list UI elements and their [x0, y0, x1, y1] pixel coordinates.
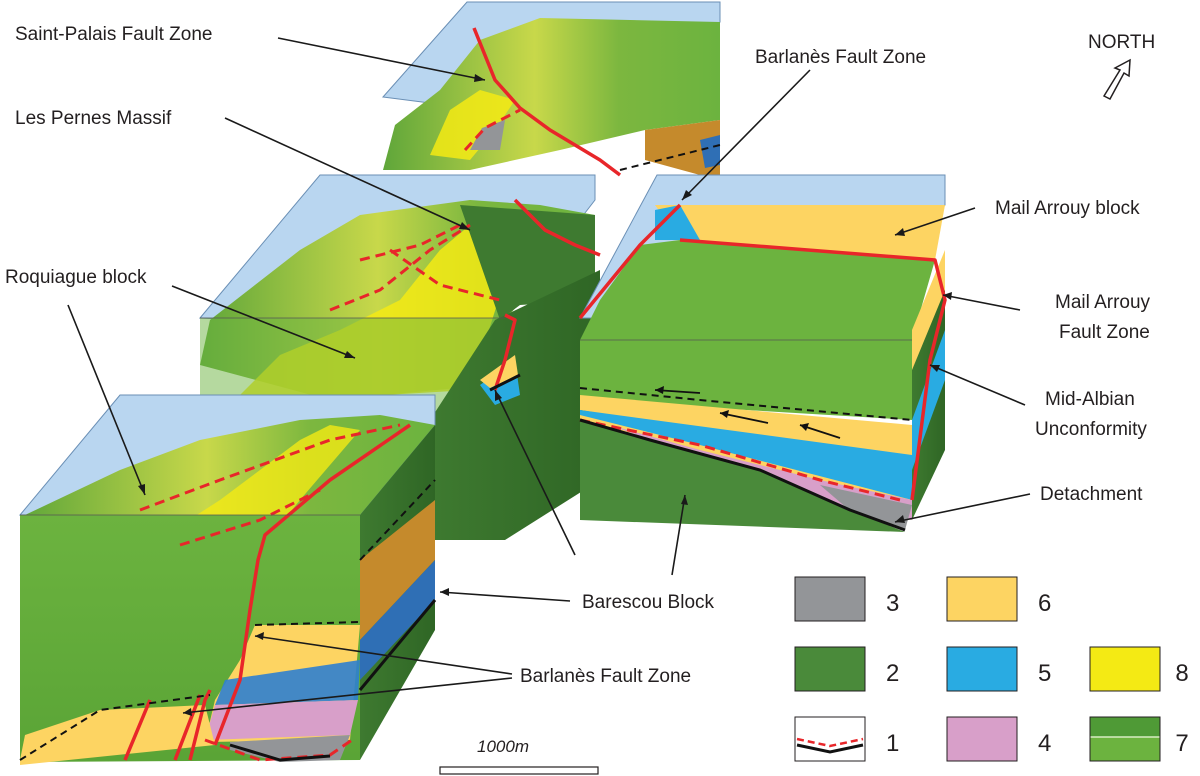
detachment-side	[358, 599, 437, 691]
legend-key-2: 2	[886, 660, 899, 687]
fault-front-small-2	[123, 699, 152, 761]
block-front	[18, 394, 437, 765]
scale-bar-label: 1000m	[477, 737, 529, 756]
label-barlanes-top: Barlanès Fault Zone	[755, 47, 926, 68]
label-roquiague: Roquiague block	[5, 267, 147, 288]
right-front-lower	[580, 420, 905, 532]
legend-key-5: 5	[1038, 660, 1051, 687]
dashed-fault-2	[359, 223, 461, 262]
legend-key-1: 1	[886, 730, 899, 757]
right-grey-band	[820, 485, 912, 530]
dashed-fault-1	[329, 223, 471, 312]
label-mid-albian-1: Mid-Albian	[1045, 389, 1135, 410]
arrow-right-2	[719, 412, 769, 424]
block-top	[382, 1, 721, 177]
fault-front-small-3	[173, 694, 202, 761]
north-arrow	[1102, 58, 1131, 100]
side-blue	[700, 135, 720, 168]
side-strata	[645, 120, 720, 175]
right-unconformity	[579, 387, 913, 421]
legend-swatch-2	[794, 646, 866, 692]
blue-wedge	[655, 205, 700, 240]
block-middle	[198, 174, 601, 540]
mail-arrouy-fault	[679, 238, 947, 501]
detachment-front	[229, 743, 331, 762]
saint-palais-fault-trace	[472, 27, 622, 177]
barescou-orange	[480, 355, 518, 388]
legend-swatch-4	[946, 716, 1018, 762]
label-les-pernes: Les Pernes Massif	[15, 108, 172, 129]
legend: 3 6 2 5 8 1 4 7	[794, 576, 1189, 762]
right-detachment	[579, 418, 906, 532]
dashed-fault-3	[389, 248, 501, 302]
legend-swatch-5	[946, 646, 1018, 692]
dashed-front-2	[179, 488, 321, 547]
fault-dashed-top	[463, 108, 521, 152]
unconformity-front-2	[254, 621, 361, 626]
unconformity-front-1	[19, 694, 211, 761]
barlanes-fault-right	[578, 203, 682, 320]
legend-swatch-3	[794, 576, 866, 622]
fault-middle-lower	[493, 313, 517, 391]
barlanes-fault-front	[213, 423, 411, 746]
side-blue-front	[360, 560, 435, 680]
fault-front-small	[188, 689, 212, 761]
label-mid-albian-2: Unconformity	[1035, 419, 1147, 440]
legend-key-7: 7	[1175, 730, 1188, 757]
label-barlanes-bottom: Barlanès Fault Zone	[520, 666, 691, 687]
legend-key-4: 4	[1038, 730, 1051, 757]
legend-swatch-7	[1089, 716, 1161, 762]
label-mail-arrouy-block: Mail Arrouy block	[995, 198, 1140, 219]
unconformity-side	[359, 479, 436, 561]
legend-key-3: 3	[886, 590, 899, 617]
fault-middle-upper	[513, 198, 601, 257]
label-saint-palais: Saint-Palais Fault Zone	[15, 24, 213, 45]
legend-swatch-6	[946, 576, 1018, 622]
yellow-outcrop	[430, 90, 515, 160]
label-north: NORTH	[1088, 32, 1155, 53]
mail-arrouy-block	[655, 205, 945, 260]
blue-stratum	[215, 660, 360, 705]
right-top-surface	[580, 240, 935, 340]
legend-key-8: 8	[1175, 660, 1188, 687]
labels: Saint-Palais Fault Zone Les Pernes Massi…	[5, 24, 1155, 687]
scale-bar-rect	[439, 766, 599, 775]
legend-swatch-1	[794, 716, 866, 762]
scale-bar: 1000m	[439, 737, 599, 775]
block-right	[578, 174, 947, 532]
orange-lower-left	[20, 705, 215, 765]
unconformity-top	[619, 144, 721, 171]
pink-stratum	[205, 700, 358, 740]
side-orange	[360, 500, 435, 640]
legend-swatch-8	[1089, 646, 1161, 692]
callout-arrows	[67, 37, 1031, 716]
label-mail-arrouy-fault-1: Mail Arrouy	[1055, 292, 1151, 313]
legend-key-6: 6	[1038, 590, 1051, 617]
detachment-middle	[489, 373, 521, 392]
right-front-upper	[580, 340, 912, 420]
right-dashed-fault	[579, 418, 901, 502]
grey-outcrop	[470, 120, 505, 150]
right-blue-band	[580, 410, 912, 500]
right-side-orange	[912, 250, 945, 370]
label-mail-arrouy-fault-2: Fault Zone	[1059, 322, 1150, 343]
label-detachment: Detachment	[1040, 484, 1143, 505]
north-arrow-icon	[1102, 58, 1131, 100]
label-barescou: Barescou Block	[582, 592, 715, 613]
middle-side-face	[430, 270, 600, 540]
